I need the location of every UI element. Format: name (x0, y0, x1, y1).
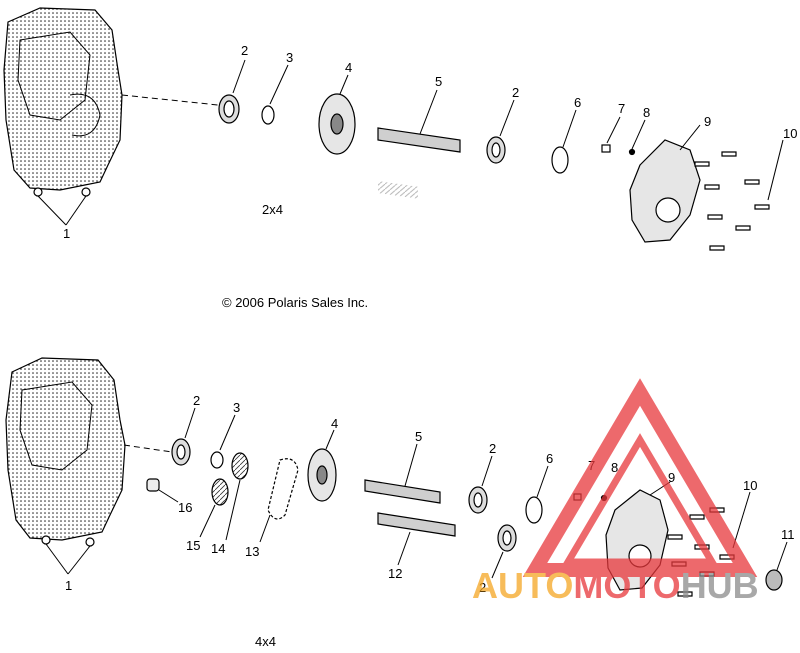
bearing (218, 59, 246, 124)
callout-label: 4 (345, 60, 352, 75)
sprocket (318, 74, 356, 155)
cover-bolts (694, 139, 784, 251)
callout-label: 15 (186, 538, 200, 553)
housing-nuts (33, 187, 91, 226)
callout-label: 2 (193, 393, 200, 408)
callout-label: 9 (704, 114, 711, 129)
callout-label: 2 (512, 85, 519, 100)
o-ring (525, 465, 549, 524)
callout-label: 5 (415, 429, 422, 444)
callout-label: 8 (611, 460, 618, 475)
callout-label: 10 (783, 126, 797, 141)
callout-label: 13 (245, 544, 259, 559)
callout-label: 6 (546, 451, 553, 466)
shaft (377, 89, 461, 199)
callout-label: 16 (178, 500, 192, 515)
gearcase-cover (629, 124, 701, 243)
callout-label: 2 (479, 580, 486, 595)
callout-label: 12 (388, 566, 402, 581)
bearing-3 (491, 524, 517, 579)
nut (765, 541, 788, 591)
callout-label: 3 (233, 400, 240, 415)
callout-label: 11 (781, 527, 795, 542)
input-shaft (377, 512, 456, 566)
section-4x4: 2 3 4 5 2 6 7 8 9 10 11 16 15 14 13 12 2… (5, 357, 795, 649)
gearcase-housing (5, 357, 126, 541)
gearcase-housing (3, 7, 123, 191)
svg-text:AUTOMOTOHUB: AUTOMOTOHUB (472, 565, 759, 606)
watermark-moto: MOTO (573, 565, 680, 606)
seal (210, 414, 236, 469)
callout-label: 10 (743, 478, 757, 493)
callout-label: 1 (65, 578, 72, 593)
output-shaft (364, 443, 441, 504)
o-ring (551, 109, 577, 174)
callout-label: 4 (331, 416, 338, 431)
callout-label: 8 (643, 105, 650, 120)
callout-label: 6 (574, 95, 581, 110)
gears (199, 452, 249, 541)
callout-label: 1 (63, 226, 70, 241)
plug-and-washer (601, 116, 646, 156)
chain (259, 458, 299, 543)
callout-label: 2 (241, 43, 248, 58)
plug (146, 478, 179, 503)
callout-label: 2 (489, 441, 496, 456)
center-line (123, 444, 173, 453)
housing-nuts (41, 535, 95, 575)
bearing-2 (486, 99, 515, 164)
callout-label: 9 (668, 470, 675, 485)
callout-label: 5 (435, 74, 442, 89)
section-caption: 2x4 (262, 202, 283, 217)
callout-label: 14 (211, 541, 225, 556)
section-caption: 4x4 (255, 634, 276, 648)
watermark-hub: HUB (681, 565, 759, 606)
copyright-text: © 2006 Polaris Sales Inc. (222, 295, 368, 310)
seal (261, 64, 289, 125)
callout-label: 7 (618, 101, 625, 116)
watermark-triangle-outer (522, 378, 758, 577)
callout-label: 3 (286, 50, 293, 65)
bearing-2 (468, 455, 493, 514)
watermark-triangle-inner (561, 433, 719, 566)
sprocket (307, 429, 337, 502)
section-2x4: 2 3 4 5 2 6 7 8 9 10 1 2x4 © 2006 Polari… (3, 7, 797, 310)
automotohub-watermark: AUTOMOTOHUB (472, 378, 759, 606)
bearing (171, 407, 196, 466)
watermark-auto: AUTO (472, 565, 573, 606)
center-line (121, 94, 219, 106)
